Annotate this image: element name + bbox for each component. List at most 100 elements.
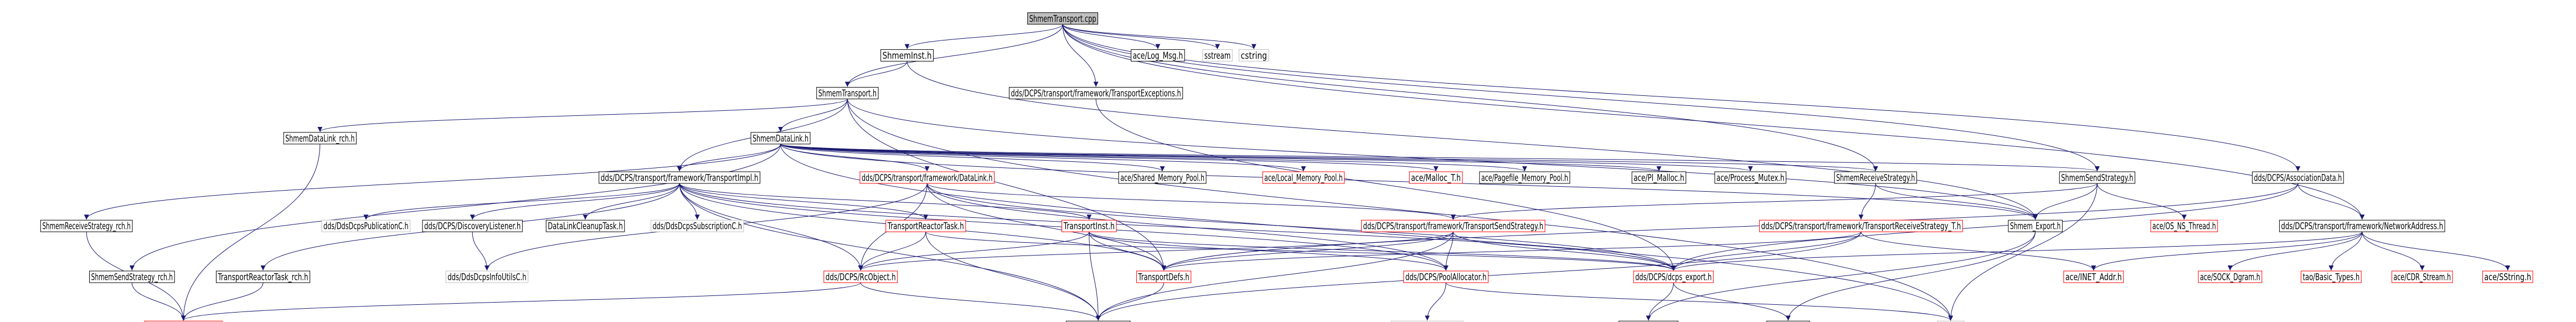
node-ace-shared-memory-pool-h[interactable]: ace/Shared_Memory_Pool.h [1118,171,1207,184]
node-box [1065,320,1131,322]
edge-transport-reactor-task-rch-h-to-rc-handle-t-h [181,282,264,321]
edge-shmem-inst-h-to-shmem-export-h [906,61,2038,220]
node-shmem-transport-h[interactable]: ShmemTransport.h [816,86,879,99]
node-tao-basic-types-h[interactable]: tao/Basic_Types.h [2300,270,2362,283]
node-datalink-cleanup-task-h[interactable]: DataLinkCleanupTask.h [545,219,625,232]
edge-shmem-export-h-to-ace-trace-h [1785,232,2036,321]
edge-transport-impl-h-to-rc-object-h [679,183,863,271]
node-cstring[interactable]: cstring [1239,49,1269,62]
node-network-address-h[interactable]: dds/DCPS/transport/framework/NetworkAddr… [2279,219,2445,232]
node-box [2300,270,2362,283]
node-label: ace/SString.h [2484,272,2531,283]
node-label: cstring [1241,50,1268,62]
node-shmem-export-h[interactable]: Shmem_Export.h [2008,219,2063,232]
node-transport-receive-strategy-t-h[interactable]: dds/DCPS/transport/framework/TransportRe… [1759,219,1963,232]
edge-shmem-transport-cpp-to-ace-log-msg-h [1062,24,1161,49]
node-box [880,49,934,62]
edge-network-address-h-to-dcps-export-h [1671,231,2363,271]
edge-transport-receive-strategy-t-h-to-ace-inet-addr-h [1861,232,2096,271]
edge-shmem-send-strategy-h-to-transport-send-strategy-h [1451,183,2098,220]
edge-transport-impl-h-to-dcps-publication-c-h [363,183,680,220]
node-box [545,219,625,232]
node-datalink-h[interactable]: dds/DCPS/transport/framework/DataLink.h [859,171,995,184]
node-box [215,270,311,283]
edge-network-address-h-to-ace-cdr-stream-h [2362,232,2425,271]
edge-dcps-export-h-to-ace-config-all-h [1646,282,1674,321]
node-association-data-h[interactable]: dds/DCPS/AssociationData.h [2252,171,2344,184]
edge-shmem-receive-strategy-h-to-transport-receive-strategy-t-h [1858,183,1876,220]
node-shmem-send-strategy-h[interactable]: ShmemSendStrategy.h [2059,171,2136,184]
node-box [2482,270,2533,283]
node-box [422,219,523,232]
node-shmem-send-strategy-rch-h[interactable]: ShmemSendStrategy_rch.h [89,270,175,283]
node-label: dds/DCPS/PoolAllocator.h [1405,272,1487,283]
node-transport-defs-h[interactable]: TransportDefs.h [1136,270,1192,283]
node-pool-allocator-h[interactable]: dds/DCPS/PoolAllocator.h [1403,270,1489,283]
node-box [321,219,411,232]
node-shmem-transport-cpp: ShmemTransport.cpp [1027,12,1099,25]
edge-shmem-transport-h-to-shmem-datalink-rch-h [317,99,848,132]
node-label: DataLinkCleanupTask.h [548,221,623,232]
node-label: dds/DdsDcpsSubscriptionC.h [652,221,741,232]
node-ace-local-memory-pool-h[interactable]: ace/Local_Memory_Pool.h [1262,171,1345,184]
node-box [1714,171,1786,184]
node-box [2198,270,2263,283]
node-ace-inet-addr-h[interactable]: ace/INET_Addr.h [2063,270,2124,283]
node-dcps-info-utils-c-h[interactable]: dds/DdsDcpsInfoUtilsC.h [445,270,529,283]
node-transport-send-strategy-h[interactable]: dds/DCPS/transport/framework/TransportSe… [1361,219,1545,232]
node-transport-reactor-task-h[interactable]: TransportReactorTask.h [885,219,966,232]
edge-transport-impl-h-to-datalink-cleanup-task-h [583,183,680,220]
node-dcps-publication-c-h[interactable]: dds/DdsDcpsPublicationC.h [321,219,411,232]
edge-shmem-transport-cpp-to-transport-exceptions-h [1062,24,1099,87]
edge-shmem-send-strategy-h-to-ace-os-ns-thread-h [2096,183,2187,220]
node-ace-sstring-h[interactable]: ace/SString.h [2482,270,2533,283]
node-box [2391,270,2453,283]
node-transport-inst-h[interactable]: TransportInst.h [1062,219,1117,232]
edge-transport-inst-h-to-rc-object-h [858,232,1090,271]
node-box [1618,320,1678,322]
node-discovery-listener-h[interactable]: dds/DCPS/DiscoveryListener.h [422,219,523,232]
node-box [40,219,133,232]
node-box [1937,320,1965,322]
node-label: ace/Pagefile_Memory_Pool.h [1481,172,1568,183]
edge-transport-reactor-task-h-to-rc-object-h [858,232,926,271]
node-shmem-inst-h[interactable]: ShmemInst.h [880,49,934,62]
node-label: ace/Local_Memory_Pool.h [1264,172,1343,183]
node-label: dds/DCPS/DiscoveryListener.h [424,221,521,232]
node-dcps-subscription-c-h[interactable]: dds/DdsDcpsSubscriptionC.h [650,219,744,232]
node-ace-os-ns-thread-h[interactable]: ace/OS_NS_Thread.h [2150,219,2218,232]
node-label: ShmemSendStrategy.h [2061,172,2133,183]
node-box [885,219,966,232]
node-dcps-export-h[interactable]: dds/DCPS/dcps_export.h [1633,270,1714,283]
node-label: ShmemInst.h [883,50,932,62]
node-ace-sock-dgram-h[interactable]: ace/SOCK_Dgram.h [2198,270,2263,283]
node-transport-impl-h[interactable]: dds/DCPS/transport/framework/TransportIm… [599,171,761,184]
node-label: sstream [1204,50,1231,62]
node-ace-log-msg-h[interactable]: ace/Log_Msg.h [1131,49,1185,62]
node-label: ShmemDataLink.h [753,133,808,144]
node-sstream[interactable]: sstream [1202,49,1233,62]
node-box [823,270,898,283]
node-rc-object-h[interactable]: dds/DCPS/RcObject.h [823,270,898,283]
edge-transport-impl-h-to-discovery-listener-h [470,183,680,220]
node-shmem-datalink-rch-h[interactable]: ShmemDataLink_rch.h [283,132,357,145]
node-label: dds/DCPS/transport/framework/TransportSe… [1363,221,1543,232]
node-ace-malloc-t-h[interactable]: ace/Malloc_T.h [1409,171,1463,184]
node-ace-cdr-stream-h[interactable]: ace/CDR_Stream.h [2391,270,2453,283]
node-shmem-receive-strategy-rch-h[interactable]: ShmemReceiveStrategy_rch.h [40,219,133,232]
node-label: Shmem_Export.h [2010,221,2061,232]
node-shmem-receive-strategy-h[interactable]: ShmemReceiveStrategy.h [1834,171,1917,184]
node-transport-reactor-task-rch-h[interactable]: TransportReactorTask_rch.h [215,270,311,283]
node-box [445,270,529,283]
node-transport-exceptions-h[interactable]: dds/DCPS/transport/framework/TransportEx… [1009,86,1183,99]
node-ace-pi-malloc-h[interactable]: ace/PI_Malloc.h [1631,171,1687,184]
node-shmem-datalink-h[interactable]: ShmemDataLink.h [750,132,811,145]
edge-transport-receive-strategy-t-h-to-dcps-export-h [1671,232,1862,271]
node-ace-pagefile-memory-pool-h[interactable]: ace/Pagefile_Memory_Pool.h [1479,171,1570,184]
node-box [1118,171,1207,184]
edge-shmem-transport-cpp-to-shmem-inst-h [904,24,1063,49]
node-label: dds/DCPS/dcps_export.h [1635,272,1712,283]
node-ace-process-mutex-h[interactable]: ace/Process_Mutex.h [1714,171,1786,184]
